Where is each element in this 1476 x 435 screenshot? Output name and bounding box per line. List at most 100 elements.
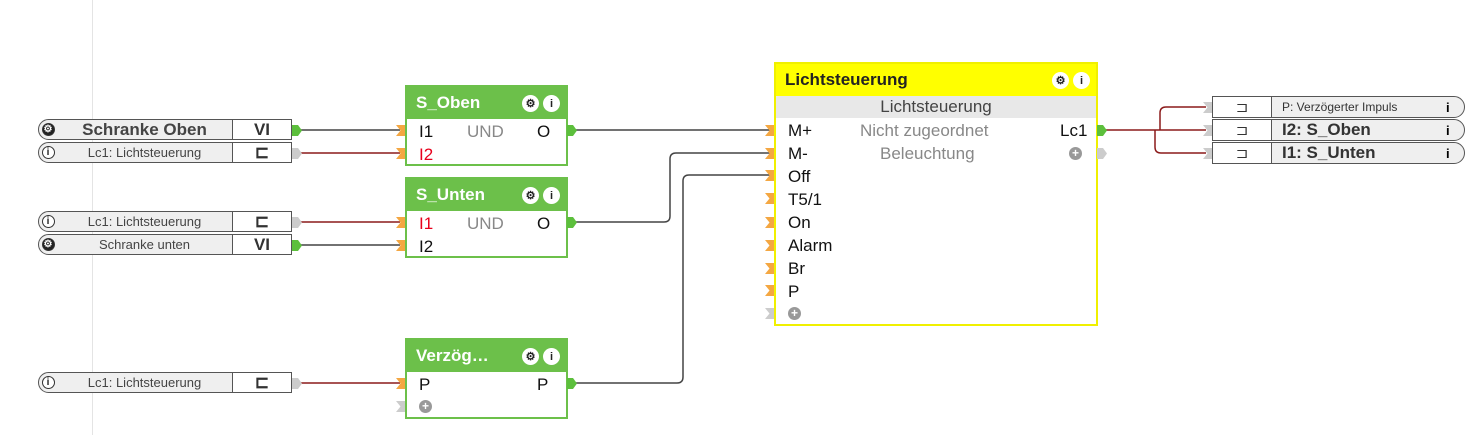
add-input-icon[interactable]: + [419, 400, 432, 413]
block-verzoegerter-impuls[interactable]: Verzög… ⚙i P P + [405, 338, 568, 419]
ref-s-unten[interactable]: ⊐ I1: S_Unten i [1212, 142, 1465, 164]
output-ref-icon: ⊏ [232, 212, 291, 231]
input-pin[interactable] [1203, 148, 1212, 159]
output-label: O [537, 214, 551, 233]
output-connector[interactable] [292, 240, 302, 251]
output-connector[interactable] [292, 148, 302, 159]
input-label: Alarm [788, 236, 833, 255]
block-s-oben[interactable]: S_Oben ⚙i I1 I2 UND O [405, 85, 568, 166]
ref-label: I1: S_Unten [1282, 143, 1376, 162]
output-connector[interactable] [292, 217, 302, 228]
gear-icon[interactable]: ⚙ [41, 238, 55, 251]
info-icon[interactable]: i [543, 187, 560, 204]
info-icon[interactable]: i [1446, 145, 1450, 161]
gear-icon[interactable]: ⚙ [522, 187, 539, 204]
output-connector[interactable] [292, 125, 302, 136]
input-pin[interactable] [396, 125, 405, 136]
room-label: Nicht zugeordnet [860, 121, 989, 140]
input-label: P [788, 282, 800, 301]
info-icon[interactable]: i [1073, 72, 1090, 89]
input-pin[interactable] [1203, 102, 1212, 113]
output-connector[interactable] [1097, 148, 1107, 159]
input-label: I1 [419, 122, 434, 141]
output-label: O [537, 122, 551, 141]
ref-verzoegerter-impuls[interactable]: ⊐ P: Verzögerter Impuls i [1212, 96, 1465, 118]
input-pin[interactable] [396, 378, 405, 389]
ref-schranke-oben[interactable]: ⚙ Schranke Oben VI [38, 119, 292, 140]
input-pin[interactable] [765, 193, 774, 204]
ref-schranke-unten[interactable]: ⚙ Schranke unten VI [38, 234, 292, 255]
output-ref-icon: ⊏ [232, 143, 291, 162]
output-connector[interactable] [1097, 125, 1107, 136]
output-label: Lc1 [1060, 121, 1088, 140]
add-input-icon[interactable]: + [788, 307, 801, 320]
input-label: Off [788, 167, 811, 186]
input-pin[interactable] [765, 263, 774, 274]
gear-icon[interactable]: ⚙ [41, 123, 55, 136]
info-icon[interactable]: i [1446, 122, 1450, 138]
input-label: T5/1 [788, 190, 823, 209]
block-lichtsteuerung[interactable]: Lichtsteuerung ⚙i Lichtsteuerung M+ M- O… [774, 62, 1098, 326]
gear-icon[interactable]: ⚙ [522, 95, 539, 112]
input-pin[interactable] [1203, 125, 1212, 136]
ref-label: Lc1: Lichtsteuerung [87, 145, 202, 160]
ref-label: Lc1: Lichtsteuerung [87, 375, 202, 390]
input-label: Br [788, 259, 805, 278]
info-icon[interactable]: i [543, 348, 560, 365]
category-label: Beleuchtung [880, 144, 975, 163]
block-title: S_Oben [416, 93, 481, 112]
info-icon[interactable]: i [1446, 99, 1450, 115]
gear-icon[interactable]: ⚙ [1052, 72, 1069, 89]
block-subtitle: Lichtsteuerung [776, 96, 1096, 118]
ref-label: P: Verzögerter Impuls [1282, 100, 1398, 114]
input-pin[interactable] [396, 217, 405, 228]
ref-s-oben[interactable]: ⊐ I2: S_Oben i [1212, 119, 1465, 141]
ref-label: I2: S_Oben [1282, 120, 1371, 139]
input-pin[interactable] [396, 240, 405, 251]
block-title: S_Unten [416, 185, 485, 204]
info-icon[interactable]: i [41, 376, 55, 389]
input-label: M+ [788, 121, 813, 140]
info-icon[interactable]: i [41, 215, 55, 228]
ref-type: VI [232, 120, 291, 139]
output-label: P [537, 375, 549, 394]
block-type: UND [467, 214, 504, 233]
ref-lichtsteuerung-1[interactable]: i Lc1: Lichtsteuerung ⊏ [38, 142, 292, 163]
ref-label: Lc1: Lichtsteuerung [87, 214, 202, 229]
input-pin[interactable] [765, 308, 774, 319]
info-icon[interactable]: i [41, 146, 55, 159]
block-title: Lichtsteuerung [785, 70, 908, 89]
ref-lichtsteuerung-2[interactable]: i Lc1: Lichtsteuerung ⊏ [38, 211, 292, 232]
input-label-negated: I2 [419, 145, 434, 164]
wire [576, 174, 770, 384]
input-pin[interactable] [765, 148, 774, 159]
input-pin[interactable] [765, 285, 774, 296]
wire [576, 152, 770, 223]
input-label: P [419, 375, 431, 394]
block-title: Verzög… [416, 346, 489, 365]
output-connector[interactable] [567, 378, 577, 389]
add-output-icon[interactable]: + [1069, 147, 1082, 160]
ref-lichtsteuerung-3[interactable]: i Lc1: Lichtsteuerung ⊏ [38, 372, 292, 393]
input-pin[interactable] [765, 170, 774, 181]
input-pin[interactable] [765, 217, 774, 228]
block-s-unten[interactable]: S_Unten ⚙i I1 I2 UND O [405, 177, 568, 258]
output-connector[interactable] [567, 217, 577, 228]
input-pin[interactable] [396, 401, 405, 412]
input-label: M- [788, 144, 808, 163]
input-pin[interactable] [765, 240, 774, 251]
input-pin[interactable] [396, 148, 405, 159]
block-type: UND [467, 122, 504, 141]
input-ref-icon: ⊐ [1213, 120, 1272, 140]
gear-icon[interactable]: ⚙ [522, 348, 539, 365]
output-ref-icon: ⊏ [232, 373, 291, 392]
output-connector[interactable] [567, 125, 577, 136]
info-icon[interactable]: i [543, 95, 560, 112]
input-label: I2 [419, 237, 434, 256]
output-connector[interactable] [292, 378, 302, 389]
input-pin[interactable] [765, 125, 774, 136]
input-label: On [788, 213, 811, 232]
ref-label: Schranke unten [98, 237, 191, 252]
input-label-negated: I1 [419, 214, 434, 233]
